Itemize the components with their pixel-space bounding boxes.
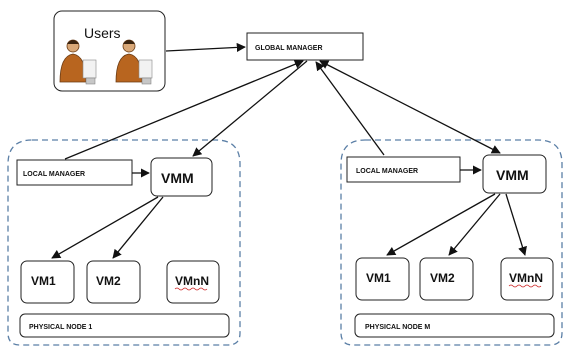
spellcheck-underline <box>174 287 208 291</box>
nodem-local-manager-box: LOCAL MANAGER <box>346 156 461 183</box>
node1-vmm-label: VMM <box>161 170 194 186</box>
users-to-global-manager-arrow <box>165 42 246 52</box>
nodem-vmm-label: VMM <box>496 167 529 183</box>
nodem-vm1-box: VM1 <box>355 257 410 301</box>
node1-vm2-label: VM2 <box>96 274 121 288</box>
spellcheck-underline <box>508 284 542 288</box>
node1-vm1-box: VM1 <box>20 260 75 304</box>
nodem-physical-node-label: PHYSICAL NODE M <box>365 324 430 331</box>
node1-physical-node-box: PHYSICAL NODE 1 <box>19 313 230 338</box>
users-box: Users <box>53 10 166 92</box>
nodem-vm2-label: VM2 <box>430 271 455 285</box>
user-person-icon <box>115 39 153 85</box>
node1-vm2-box: VM2 <box>86 260 141 304</box>
global-manager-box: GLOBAL MANAGER <box>246 32 364 61</box>
global-manager-label: GLOBAL MANAGER <box>255 45 323 52</box>
user-person-icon <box>59 39 97 85</box>
node1-to-global-manager-arrow <box>64 59 304 160</box>
nodem-vmm-to-vm2-arrow <box>448 193 501 256</box>
nodem-vm1-label: VM1 <box>366 271 391 285</box>
node1-vm1-label: VM1 <box>31 274 56 288</box>
nodem-vmm-box: VMM <box>482 154 547 194</box>
node1-vmnn-box: VMnN <box>166 260 220 304</box>
users-label: Users <box>84 25 121 41</box>
nodem-vmm-to-vm1-arrow <box>386 193 496 256</box>
global-manager-to-nodem-vmm-arrow <box>319 60 501 154</box>
nodem-vmnn-box: VMnN <box>500 257 554 301</box>
nodem-physical-node-box: PHYSICAL NODE M <box>354 313 555 338</box>
node1-local-manager-box: LOCAL MANAGER <box>16 159 133 186</box>
node1-physical-node-label: PHYSICAL NODE 1 <box>29 324 92 331</box>
nodem-vmm-to-vmnn-arrow <box>505 193 527 256</box>
node1-local-manager-label: LOCAL MANAGER <box>23 171 85 178</box>
physical-node-m-cluster <box>340 139 563 346</box>
node1-vmm-to-vm1-arrow <box>51 196 159 259</box>
node1-vmm-to-vm2-arrow <box>112 196 164 259</box>
nodem-local-manager-label: LOCAL MANAGER <box>356 168 418 175</box>
global-manager-to-node1-vmm-arrow <box>192 60 308 157</box>
physical-node-1-cluster <box>7 139 241 346</box>
node1-vmm-box: VMM <box>150 157 213 197</box>
nodem-vmnn-label: VMnN <box>509 271 543 285</box>
node1-vmnn-label: VMnN <box>175 274 209 288</box>
nodem-vm2-box: VM2 <box>419 257 474 301</box>
